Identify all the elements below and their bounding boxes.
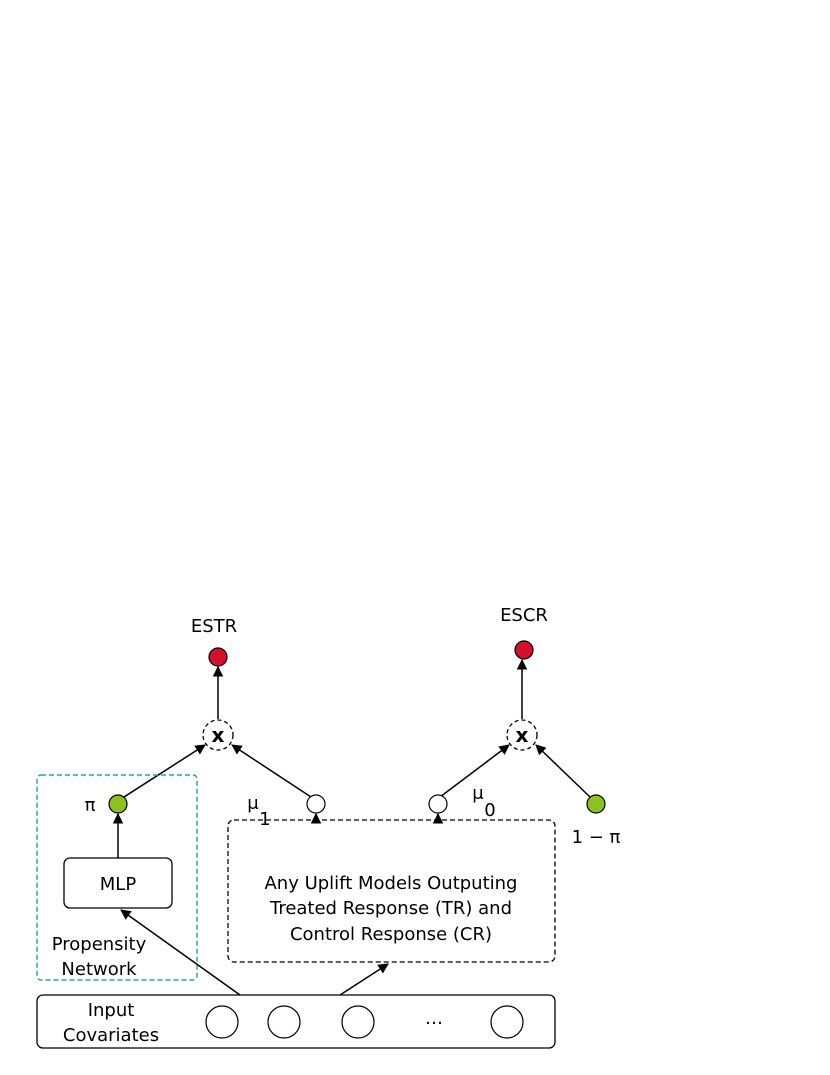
- input-to-uplift-arrow: [339, 963, 389, 996]
- estr-node: [208, 647, 228, 667]
- input-covariates-label-line2: Covariates: [63, 1025, 159, 1046]
- input-node-last: [490, 1005, 524, 1039]
- multiply-symbol-left: x: [212, 723, 225, 747]
- uplift-box-line1: Any Uplift Models Outputing: [264, 873, 517, 894]
- input-to-mlp-arrow: [120, 909, 241, 996]
- escr-label: ESCR: [500, 605, 548, 626]
- one-minus-pi-to-multiply-arrow: [535, 744, 591, 798]
- mu0-node: [428, 794, 448, 814]
- mu1-subscript: 1: [259, 809, 270, 830]
- uplift-model-box: [227, 819, 556, 963]
- input-node-1: [205, 1005, 239, 1039]
- uplift-box-line2: Treated Response (TR) and: [269, 898, 512, 919]
- propensity-network-box: [36, 774, 198, 981]
- mu0-label: μ: [472, 783, 484, 804]
- multiply-node-right: [506, 719, 538, 751]
- one-minus-pi-node: [586, 794, 606, 814]
- pi-label: π: [85, 795, 96, 816]
- escr-node: [514, 640, 534, 660]
- uplift-box-line3: Control Response (CR): [290, 924, 492, 945]
- input-node-2: [267, 1005, 301, 1039]
- pi-to-multiply-arrow: [123, 744, 206, 798]
- pi-node: [108, 794, 128, 814]
- mu0-to-multiply-arrow: [439, 744, 510, 798]
- estr-label: ESTR: [191, 616, 237, 637]
- one-minus-pi-label: 1 − π: [572, 827, 621, 848]
- mu1-node: [306, 794, 326, 814]
- input-covariates-label-line1: Input: [88, 1000, 135, 1021]
- mlp-label: MLP: [100, 874, 137, 895]
- mu0-subscript: 0: [484, 800, 495, 821]
- mu1-to-multiply-arrow: [231, 744, 312, 798]
- propensity-network-label-line2: Network: [61, 959, 137, 980]
- propensity-network-label-line1: Propensity: [52, 934, 147, 955]
- mu1-label: μ: [247, 793, 259, 814]
- multiply-node-left: [202, 719, 234, 751]
- input-node-3: [341, 1005, 375, 1039]
- multiply-symbol-right: x: [516, 723, 529, 747]
- input-ellipsis: …: [425, 1008, 443, 1029]
